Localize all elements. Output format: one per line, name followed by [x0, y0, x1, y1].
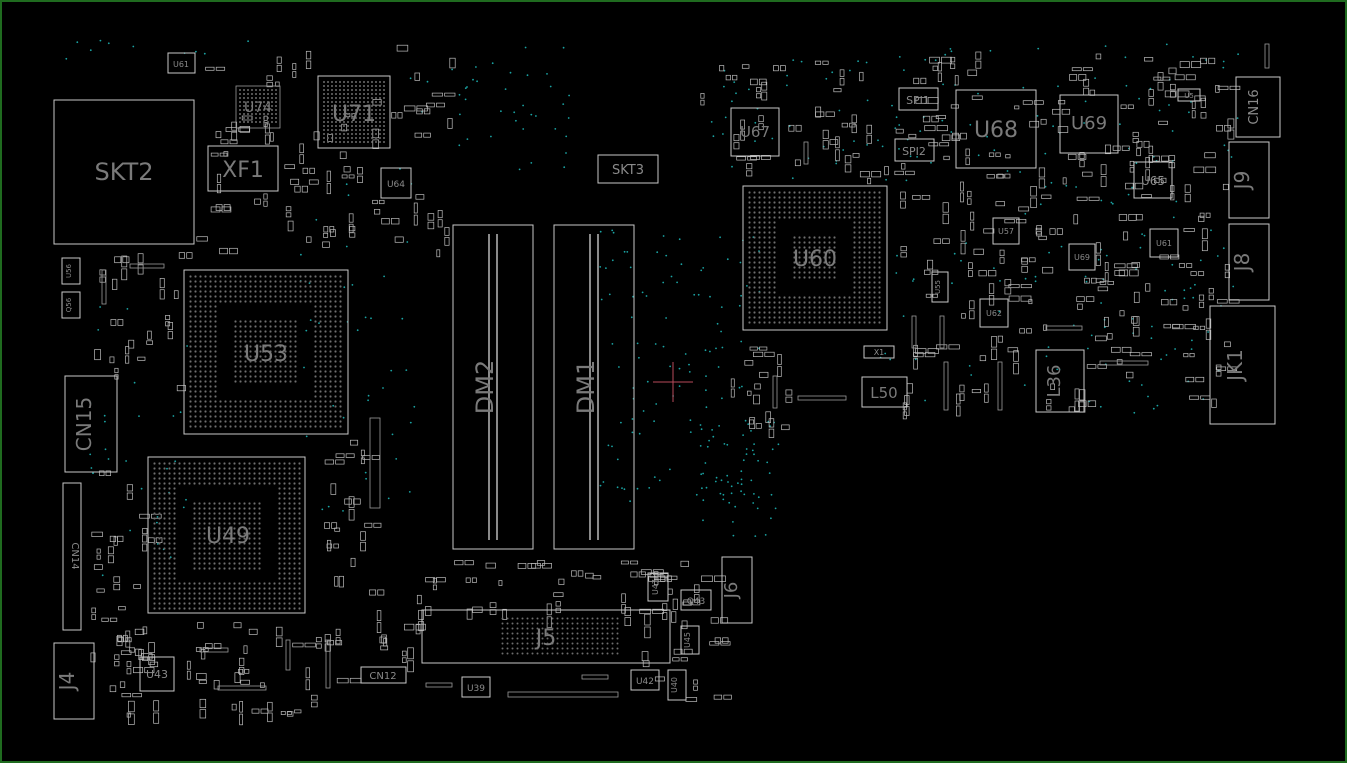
component-u67[interactable]: U67: [730, 107, 780, 157]
svg-text:U61: U61: [173, 60, 189, 69]
svg-text:J4: J4: [55, 672, 79, 693]
crystal-x1[interactable]: X1: [863, 345, 895, 359]
component-u56[interactable]: U56: [61, 257, 81, 285]
svg-text:L50: L50: [870, 384, 897, 402]
connector-j5[interactable]: J5: [421, 609, 671, 664]
component-u69[interactable]: U69: [1059, 94, 1119, 154]
connector-cn14[interactable]: CN14: [62, 482, 82, 631]
svg-text:XF1: XF1: [222, 158, 264, 183]
component-skt3[interactable]: SKT3: [597, 154, 659, 184]
component-u62[interactable]: U62: [979, 298, 1009, 328]
svg-text:U60: U60: [793, 247, 837, 272]
svg-text:J9: J9: [1230, 171, 1254, 192]
component-u71[interactable]: U71: [317, 75, 391, 149]
svg-text:U56: U56: [65, 263, 73, 278]
component-u60[interactable]: U60: [742, 185, 888, 331]
component-skt2[interactable]: SKT2: [53, 99, 195, 245]
component-q43[interactable]: Q43: [680, 589, 712, 611]
passive-components: [90, 44, 1241, 726]
component-u65[interactable]: U65: [1133, 161, 1173, 199]
svg-text:J5: J5: [534, 626, 557, 651]
svg-text:U42: U42: [636, 677, 654, 687]
svg-text:U65: U65: [1141, 174, 1165, 188]
svg-text:DM1: DM1: [572, 360, 600, 414]
svg-text:U74: U74: [244, 100, 272, 116]
svg-text:J8: J8: [1230, 253, 1254, 274]
svg-text:SKT2: SKT2: [94, 158, 153, 186]
misc-outlines: [101, 43, 1270, 698]
component-u47[interactable]: U47: [647, 572, 669, 602]
svg-text:U40: U40: [670, 677, 679, 693]
svg-text:U5: U5: [1184, 92, 1194, 100]
svg-text:U62: U62: [986, 309, 1002, 318]
svg-text:U53: U53: [244, 342, 288, 367]
inductor-l50[interactable]: L50: [861, 376, 908, 408]
svg-text:U49: U49: [206, 524, 250, 549]
connector-cn12[interactable]: CN12: [360, 666, 407, 684]
component-u74[interactable]: U74: [235, 85, 281, 129]
component-xf1[interactable]: XF1: [207, 145, 279, 192]
svg-text:U64: U64: [387, 180, 405, 190]
component-q56[interactable]: Q56: [61, 291, 81, 319]
svg-text:JK1: JK1: [1223, 349, 1247, 383]
component-u39[interactable]: U39: [461, 676, 491, 698]
component-u69-small[interactable]: U69: [1068, 243, 1096, 271]
component-u40[interactable]: U40: [667, 669, 687, 701]
svg-text:U71: U71: [332, 102, 376, 127]
crosshair-marker: [653, 362, 693, 402]
svg-text:CN14: CN14: [69, 542, 80, 569]
memory-slot-dm2[interactable]: DM2: [452, 224, 534, 550]
svg-text:U68: U68: [974, 118, 1018, 143]
svg-text:SKT3: SKT3: [612, 163, 644, 178]
svg-text:U55: U55: [934, 280, 942, 294]
component-u42[interactable]: U42: [630, 669, 660, 691]
component-u64[interactable]: U64: [380, 167, 412, 199]
svg-text:SPI2: SPI2: [902, 145, 926, 158]
via-field: [65, 39, 1239, 577]
svg-text:Q56: Q56: [65, 297, 73, 312]
connector-jk1[interactable]: JK1: [1209, 305, 1276, 425]
connector-j4[interactable]: J4: [53, 642, 95, 720]
component-u53[interactable]: U53: [183, 269, 349, 435]
svg-text:U47: U47: [651, 579, 660, 595]
svg-text:U45: U45: [683, 632, 692, 648]
component-u61-small[interactable]: U61: [1149, 228, 1179, 258]
connector-cn16[interactable]: CN16: [1235, 76, 1281, 138]
svg-text:U67: U67: [740, 123, 770, 141]
connector-cn15[interactable]: CN15: [64, 375, 118, 473]
svg-text:U69: U69: [1071, 113, 1107, 134]
component-u68[interactable]: U68: [955, 89, 1037, 169]
svg-text:L36: L36: [1044, 365, 1065, 398]
component-u45[interactable]: U45: [680, 625, 700, 655]
component-u61-top[interactable]: U61: [167, 52, 196, 74]
connector-j8[interactable]: J8: [1228, 223, 1270, 301]
svg-text:SPI1: SPI1: [906, 94, 930, 107]
svg-text:U69: U69: [1074, 253, 1090, 262]
svg-text:U39: U39: [467, 684, 485, 694]
component-u55[interactable]: U55: [931, 271, 949, 303]
component-u49[interactable]: U49: [147, 456, 306, 614]
svg-text:DM2: DM2: [471, 360, 499, 414]
svg-text:CN15: CN15: [72, 397, 96, 451]
connector-j9[interactable]: J9: [1228, 141, 1270, 219]
svg-text:U57: U57: [998, 227, 1014, 236]
svg-text:U43: U43: [146, 668, 168, 681]
svg-text:X1: X1: [874, 348, 885, 357]
inductor-l36[interactable]: L36: [1035, 349, 1085, 413]
component-spi2[interactable]: SPI2: [894, 138, 935, 162]
component-u5[interactable]: U5: [1177, 88, 1201, 102]
connector-j6[interactable]: J6: [721, 556, 753, 624]
component-u43[interactable]: U43: [139, 656, 175, 692]
svg-text:CN16: CN16: [1247, 89, 1262, 124]
component-u57[interactable]: U57: [992, 217, 1020, 245]
svg-text:U61: U61: [1156, 239, 1172, 248]
component-spi1[interactable]: SPI1: [898, 87, 939, 111]
svg-text:J6: J6: [721, 582, 742, 600]
svg-text:Q43: Q43: [687, 597, 706, 607]
svg-text:CN12: CN12: [369, 671, 396, 682]
memory-slot-dm1[interactable]: DM1: [553, 224, 635, 550]
